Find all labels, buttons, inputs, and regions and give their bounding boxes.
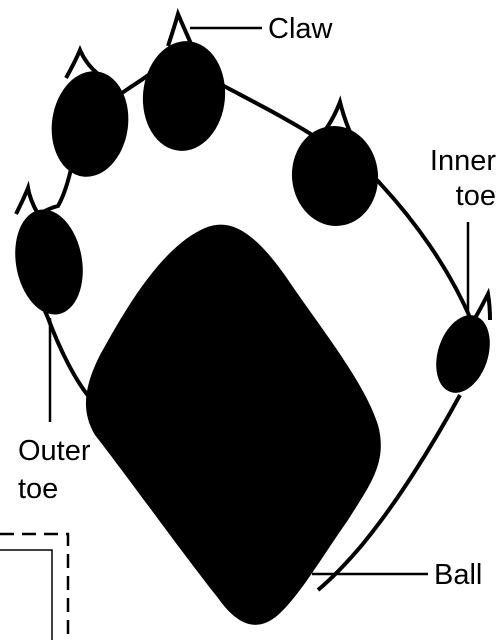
toe-pad-inner (436, 315, 490, 393)
inner-frame-line (0, 549, 53, 640)
outer-toe-label-line1: Outer (18, 435, 91, 467)
toe-pad-left (51, 71, 129, 177)
inner-toe-label-line2: toe (456, 180, 496, 212)
outer-toe-label-line2: toe (18, 473, 58, 505)
claw-far-left (14, 180, 40, 215)
claw-top (166, 8, 194, 47)
toe-pad-far-left (15, 209, 83, 315)
toe-pad-top (142, 41, 226, 151)
ball-label: Ball (434, 559, 482, 591)
inner-toe-label-line1: Inner (430, 145, 496, 177)
claw-inner (472, 287, 492, 321)
toe-pad-right (291, 126, 379, 226)
claw-left (64, 44, 100, 79)
claw-label: Claw (268, 13, 334, 45)
ball-pad (85, 224, 381, 625)
claw-right (322, 95, 352, 134)
dashed-frame (0, 532, 70, 640)
